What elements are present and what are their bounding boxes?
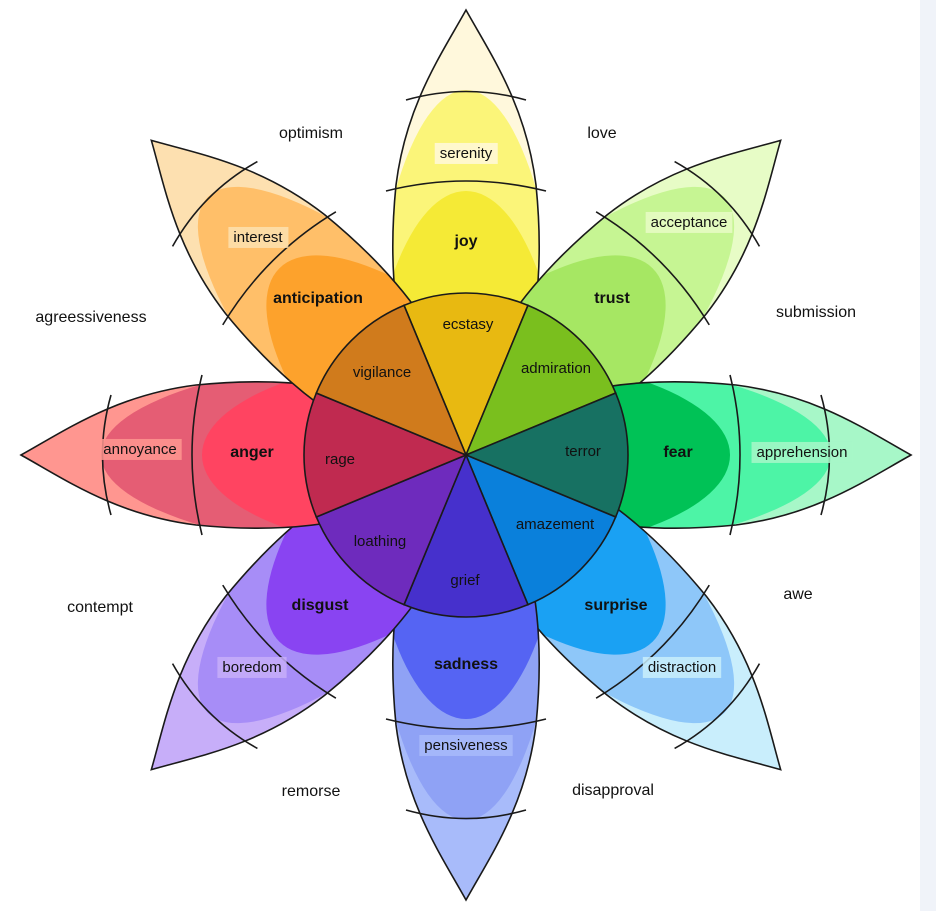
- petal-divider: [222, 584, 337, 699]
- emotion-wheel-canvas: serenity joy ecstasy acceptance trust admirat…: [19, 8, 913, 902]
- petal-divider: [191, 374, 203, 536]
- core-wedge-anger: [303, 391, 469, 519]
- dyad-awe: awe: [783, 586, 812, 603]
- label-anticipation: anticipation: [273, 290, 363, 307]
- label-admiration: admiration: [521, 360, 591, 377]
- core-wedge-surprise: [464, 453, 617, 606]
- label-grief: grief: [450, 572, 480, 589]
- dyad-submission: submission: [776, 304, 856, 321]
- label-interest-tag: interest: [228, 226, 289, 248]
- label-loathing: loathing: [354, 533, 407, 550]
- label-serenity: serenity: [440, 145, 493, 162]
- label-rage: rage: [325, 451, 355, 468]
- label-serenity-tag: serenity: [434, 142, 498, 164]
- label-pensiveness-tag: pensiveness: [419, 734, 513, 756]
- label-trust: trust: [594, 290, 630, 307]
- label-vigilance: vigilance: [353, 364, 411, 381]
- label-acceptance: acceptance: [651, 214, 728, 231]
- label-joy: joy: [453, 233, 477, 250]
- core-wedge-disgust: [315, 453, 468, 606]
- label-fear: fear: [663, 444, 692, 461]
- dyad-aggressiveness: agreessiveness: [35, 309, 146, 326]
- core-wedge-fear: [463, 391, 629, 519]
- petal-divider: [595, 584, 710, 699]
- label-boredom: boredom: [222, 659, 281, 676]
- core-wedge-trust: [464, 304, 617, 457]
- label-terror: terror: [565, 443, 601, 460]
- label-distraction: distraction: [648, 659, 716, 676]
- petal-divider: [729, 374, 741, 536]
- label-surprise: surprise: [584, 597, 647, 614]
- label-pensiveness: pensiveness: [424, 737, 507, 754]
- label-disgust: disgust: [292, 597, 350, 614]
- label-apprehension-tag: apprehension: [751, 441, 853, 463]
- dyad-love: love: [587, 125, 616, 142]
- petal-divider: [595, 211, 710, 326]
- side-panel-strip: [920, 0, 936, 911]
- core-wedge-joy: [402, 292, 530, 458]
- dyad-optimism: optimism: [279, 125, 343, 142]
- label-ecstasy: ecstasy: [443, 316, 494, 333]
- plutchik-wheel: serenity joy ecstasy acceptance trust admirat…: [19, 8, 913, 902]
- label-distraction-tag: distraction: [642, 656, 722, 678]
- petal-divider: [385, 718, 547, 730]
- core-wedge-anticipation: [315, 304, 468, 457]
- label-annoyance-tag: annoyance: [98, 438, 182, 460]
- dyad-disapproval: disapproval: [572, 782, 654, 799]
- petal-divider: [222, 211, 337, 326]
- label-annoyance: annoyance: [103, 441, 176, 458]
- label-boredom-tag: boredom: [217, 656, 287, 678]
- petal-divider: [385, 180, 547, 192]
- label-acceptance-tag: acceptance: [645, 211, 733, 233]
- label-apprehension: apprehension: [757, 444, 848, 461]
- label-sadness: sadness: [434, 656, 498, 673]
- label-interest: interest: [233, 229, 283, 246]
- label-anger: anger: [230, 444, 274, 461]
- dyad-remorse: remorse: [282, 783, 341, 800]
- dyad-contempt: contempt: [67, 599, 133, 616]
- core-wedge-sadness: [402, 452, 530, 618]
- label-amazement: amazement: [516, 516, 595, 533]
